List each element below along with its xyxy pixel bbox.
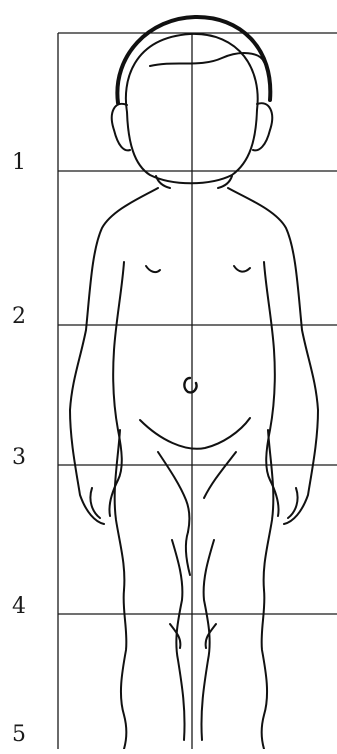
proportion-grid bbox=[58, 33, 337, 749]
left-arm-inner bbox=[109, 262, 124, 516]
right-arm-inner bbox=[264, 262, 279, 516]
belly-curve bbox=[140, 418, 250, 449]
navel bbox=[184, 378, 196, 392]
left-knee bbox=[170, 624, 180, 648]
row-label-2: 2 bbox=[12, 306, 26, 328]
groin-center bbox=[186, 532, 190, 575]
row-label-5: 5 bbox=[12, 724, 26, 746]
row-label-1: 1 bbox=[12, 152, 26, 174]
left-hip-outline bbox=[115, 430, 125, 590]
groin-left bbox=[158, 452, 189, 532]
right-chest-mark bbox=[234, 266, 250, 272]
row-label-4: 4 bbox=[12, 596, 26, 618]
left-chest-mark bbox=[146, 266, 160, 272]
groin-right bbox=[204, 452, 236, 498]
right-knee bbox=[206, 624, 216, 648]
row-label-3: 3 bbox=[12, 447, 26, 469]
child-figure bbox=[70, 17, 318, 749]
right-hip-outline bbox=[264, 430, 274, 590]
right-leg-inner bbox=[201, 540, 214, 740]
right-hand bbox=[288, 488, 298, 518]
left-hand bbox=[90, 488, 100, 518]
left-leg-inner bbox=[172, 540, 185, 740]
